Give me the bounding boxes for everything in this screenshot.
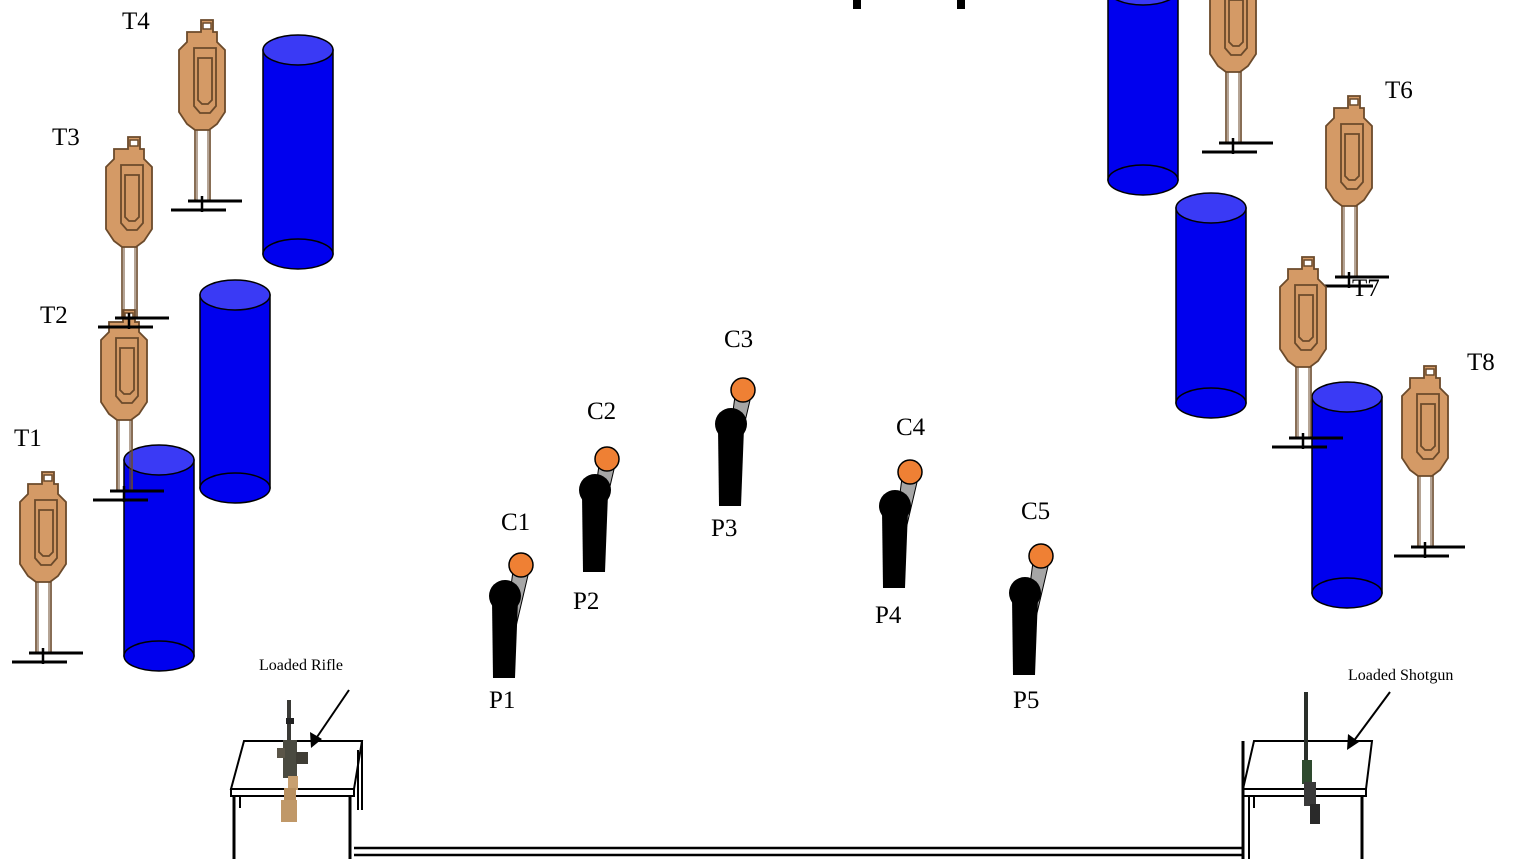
bench-rail [354, 846, 1243, 857]
shotgun-pointer: Loaded Shotgun [1347, 667, 1453, 750]
cone-label-c5: C5 [1021, 498, 1050, 525]
target-label-t7: T7 [1352, 275, 1380, 302]
target-label-t3: T3 [52, 124, 80, 151]
position-p2: C2 P2 [573, 398, 620, 615]
target-t6: T6 [1316, 77, 1413, 290]
target-t5 [1200, 0, 1275, 156]
target-label-t2: T2 [40, 302, 68, 329]
position-p5: C5 P5 [1009, 498, 1054, 714]
target-t1: T1 [10, 425, 85, 666]
barrel-2 [199, 279, 271, 504]
target-t4: T4 [122, 8, 244, 214]
target-label-t8: T8 [1467, 349, 1495, 376]
barrel-6 [1311, 381, 1383, 609]
target-label-t4: T4 [122, 8, 150, 35]
barrel-1 [262, 34, 334, 270]
top-fragment [853, 0, 965, 9]
target-t3: T3 [52, 124, 171, 331]
cone-label-c1: C1 [501, 509, 530, 536]
person-p2 [579, 474, 611, 572]
barrel-3 [123, 444, 195, 672]
position-p3: C3 P3 [711, 326, 756, 542]
shotgun-caption: Loaded Shotgun [1348, 667, 1453, 684]
target-t2: T2 [40, 302, 166, 504]
person-label-p2: P2 [573, 588, 599, 615]
person-p1 [489, 580, 521, 678]
barrel-5 [1175, 192, 1247, 419]
target-label-t6: T6 [1385, 77, 1413, 104]
rifle-pointer: Loaded Rifle [259, 657, 350, 748]
position-p4: C4 P4 [875, 414, 926, 629]
rifle-caption: Loaded Rifle [259, 657, 343, 674]
rifle-icon [277, 700, 308, 822]
person-label-p3: P3 [711, 515, 737, 542]
person-label-p5: P5 [1013, 687, 1039, 714]
target-t8: T8 [1392, 349, 1495, 560]
cone-label-c2: C2 [587, 398, 616, 425]
cone-label-c3: C3 [724, 326, 753, 353]
person-p3 [715, 408, 747, 506]
person-label-p1: P1 [489, 687, 515, 714]
target-t7: T7 [1270, 255, 1380, 451]
cone-label-c4: C4 [896, 414, 926, 441]
shotgun-icon [1302, 692, 1320, 824]
position-p1: C1 P1 [489, 509, 534, 714]
person-p4 [879, 490, 911, 588]
barrel-4 [1107, 0, 1179, 196]
person-p5 [1009, 577, 1041, 675]
target-label-t1: T1 [14, 425, 42, 452]
person-label-p4: P4 [875, 602, 902, 629]
